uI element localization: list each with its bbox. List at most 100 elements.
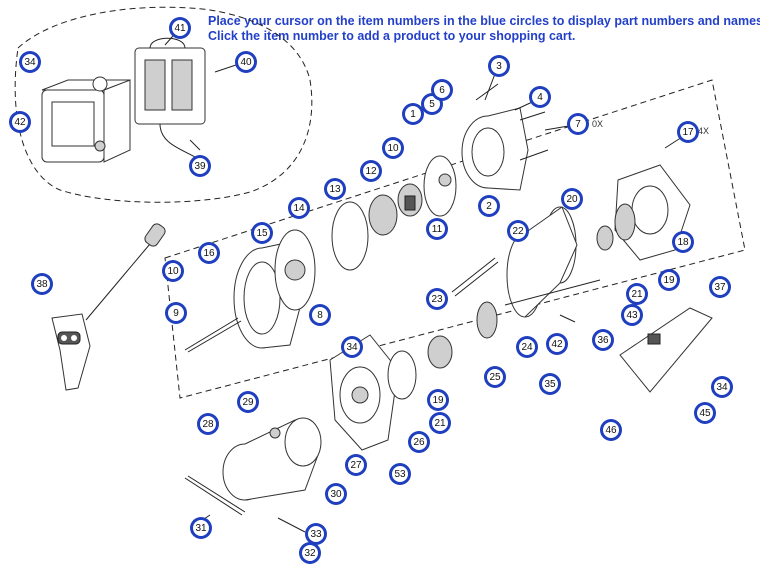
callout-item-18[interactable]: 18 — [672, 231, 694, 253]
callout-inner — [312, 307, 328, 323]
callout-item-41[interactable]: 41 — [169, 17, 191, 39]
callout-item-19[interactable]: 19 — [427, 389, 449, 411]
callout-item-30[interactable]: 30 — [325, 483, 347, 505]
callout-item-10[interactable]: 10 — [382, 137, 404, 159]
callout-number: 43 — [626, 310, 638, 321]
callout-item-21[interactable]: 21 — [429, 412, 451, 434]
callout-item-38[interactable]: 38 — [31, 273, 53, 295]
callout-inner — [624, 307, 640, 323]
planetary-gear-sets — [331, 155, 457, 271]
callout-item-3[interactable]: 3 — [488, 55, 510, 77]
callout-item-37[interactable]: 37 — [709, 276, 731, 298]
callout-item-31[interactable]: 31 — [190, 517, 212, 539]
callout-item-4[interactable]: 4 — [529, 86, 551, 108]
callout-inner — [193, 520, 209, 536]
callout-item-14[interactable]: 14 — [288, 197, 310, 219]
callout-inner — [238, 54, 254, 70]
drive-shaft-2 — [187, 320, 242, 353]
callout-item-9[interactable]: 9 — [165, 302, 187, 324]
qty-label-7: 0X — [592, 119, 603, 129]
callout-inner — [532, 89, 548, 105]
callout-item-12[interactable]: 12 — [360, 160, 382, 182]
callout-number: 15 — [256, 228, 268, 239]
callout-number: 20 — [566, 194, 578, 205]
instructions: Place your cursor on the item numbers in… — [208, 14, 760, 44]
callout-inner — [363, 163, 379, 179]
callout-inner — [12, 114, 28, 130]
callout-number: 45 — [699, 408, 711, 419]
callout-inner — [603, 422, 619, 438]
callout-number: 34 — [346, 342, 358, 353]
callout-item-46[interactable]: 46 — [600, 419, 622, 441]
callout-number: 5 — [429, 99, 435, 110]
callout-item-45[interactable]: 45 — [694, 402, 716, 424]
motor-end-bracket — [329, 301, 498, 451]
callout-item-16[interactable]: 16 — [198, 242, 220, 264]
callout-item-22[interactable]: 22 — [507, 220, 529, 242]
callout-inner — [595, 332, 611, 348]
callout-item-21[interactable]: 21 — [626, 283, 648, 305]
tie-bar — [451, 257, 496, 293]
callout-item-11[interactable]: 11 — [426, 218, 448, 240]
callout-inner — [165, 263, 181, 279]
callout-inner — [424, 96, 440, 112]
callout-item-19[interactable]: 19 — [658, 269, 680, 291]
solenoid-bracket — [134, 37, 206, 161]
callout-item-1[interactable]: 1 — [402, 103, 424, 125]
callout-item-28[interactable]: 28 — [197, 413, 219, 435]
callout-item-39[interactable]: 39 — [189, 155, 211, 177]
callout-item-20[interactable]: 20 — [561, 188, 583, 210]
callout-number: 12 — [365, 166, 377, 177]
callout-number: 21 — [631, 289, 643, 300]
callout-inner — [172, 20, 188, 36]
callout-item-6[interactable]: 6 — [431, 79, 453, 101]
callout-inner — [168, 305, 184, 321]
callout-number: 19 — [663, 275, 675, 286]
callout-inner — [542, 376, 558, 392]
callout-item-2[interactable]: 2 — [478, 195, 500, 217]
callout-number: 34 — [716, 382, 728, 393]
callout-item-32[interactable]: 32 — [299, 542, 321, 564]
callout-item-33[interactable]: 33 — [305, 523, 327, 545]
callout-inner — [430, 392, 446, 408]
callout-number: 18 — [677, 237, 689, 248]
callout-item-8[interactable]: 8 — [309, 304, 331, 326]
callout-number: 29 — [242, 397, 254, 408]
callout-item-13[interactable]: 13 — [324, 178, 346, 200]
callout-inner — [348, 457, 364, 473]
callout-item-26[interactable]: 26 — [408, 431, 430, 453]
callout-item-53[interactable]: 53 — [389, 463, 411, 485]
callout-item-15[interactable]: 15 — [251, 222, 273, 244]
callout-item-42[interactable]: 42 — [546, 333, 568, 355]
callout-item-17[interactable]: 17 — [677, 121, 699, 143]
callout-item-34[interactable]: 34 — [19, 51, 41, 73]
callout-item-42[interactable]: 42 — [9, 111, 31, 133]
callout-item-34[interactable]: 34 — [341, 336, 363, 358]
callout-number: 27 — [350, 460, 362, 471]
callout-item-27[interactable]: 27 — [345, 454, 367, 476]
callout-item-29[interactable]: 29 — [237, 391, 259, 413]
callout-item-25[interactable]: 25 — [484, 366, 506, 388]
callout-number: 34 — [24, 57, 36, 68]
callout-item-35[interactable]: 35 — [539, 373, 561, 395]
drive-shaft — [184, 317, 239, 351]
callout-inner — [411, 434, 427, 450]
callout-inner — [564, 191, 580, 207]
callout-item-23[interactable]: 23 — [426, 288, 448, 310]
callout-item-40[interactable]: 40 — [235, 51, 257, 73]
callout-item-34[interactable]: 34 — [711, 376, 733, 398]
callout-item-24[interactable]: 24 — [516, 336, 538, 358]
callout-number: 28 — [202, 419, 214, 430]
callout-inner — [302, 545, 318, 561]
callout-inner — [519, 339, 535, 355]
callout-item-36[interactable]: 36 — [592, 329, 614, 351]
callout-item-7[interactable]: 7 — [567, 113, 589, 135]
callout-item-10[interactable]: 10 — [162, 260, 184, 282]
callout-number: 17 — [682, 127, 694, 138]
callout-item-43[interactable]: 43 — [621, 304, 643, 326]
callout-inner — [385, 140, 401, 156]
callout-inner — [491, 58, 507, 74]
callout-inner — [291, 200, 307, 216]
callout-number: 24 — [521, 342, 533, 353]
